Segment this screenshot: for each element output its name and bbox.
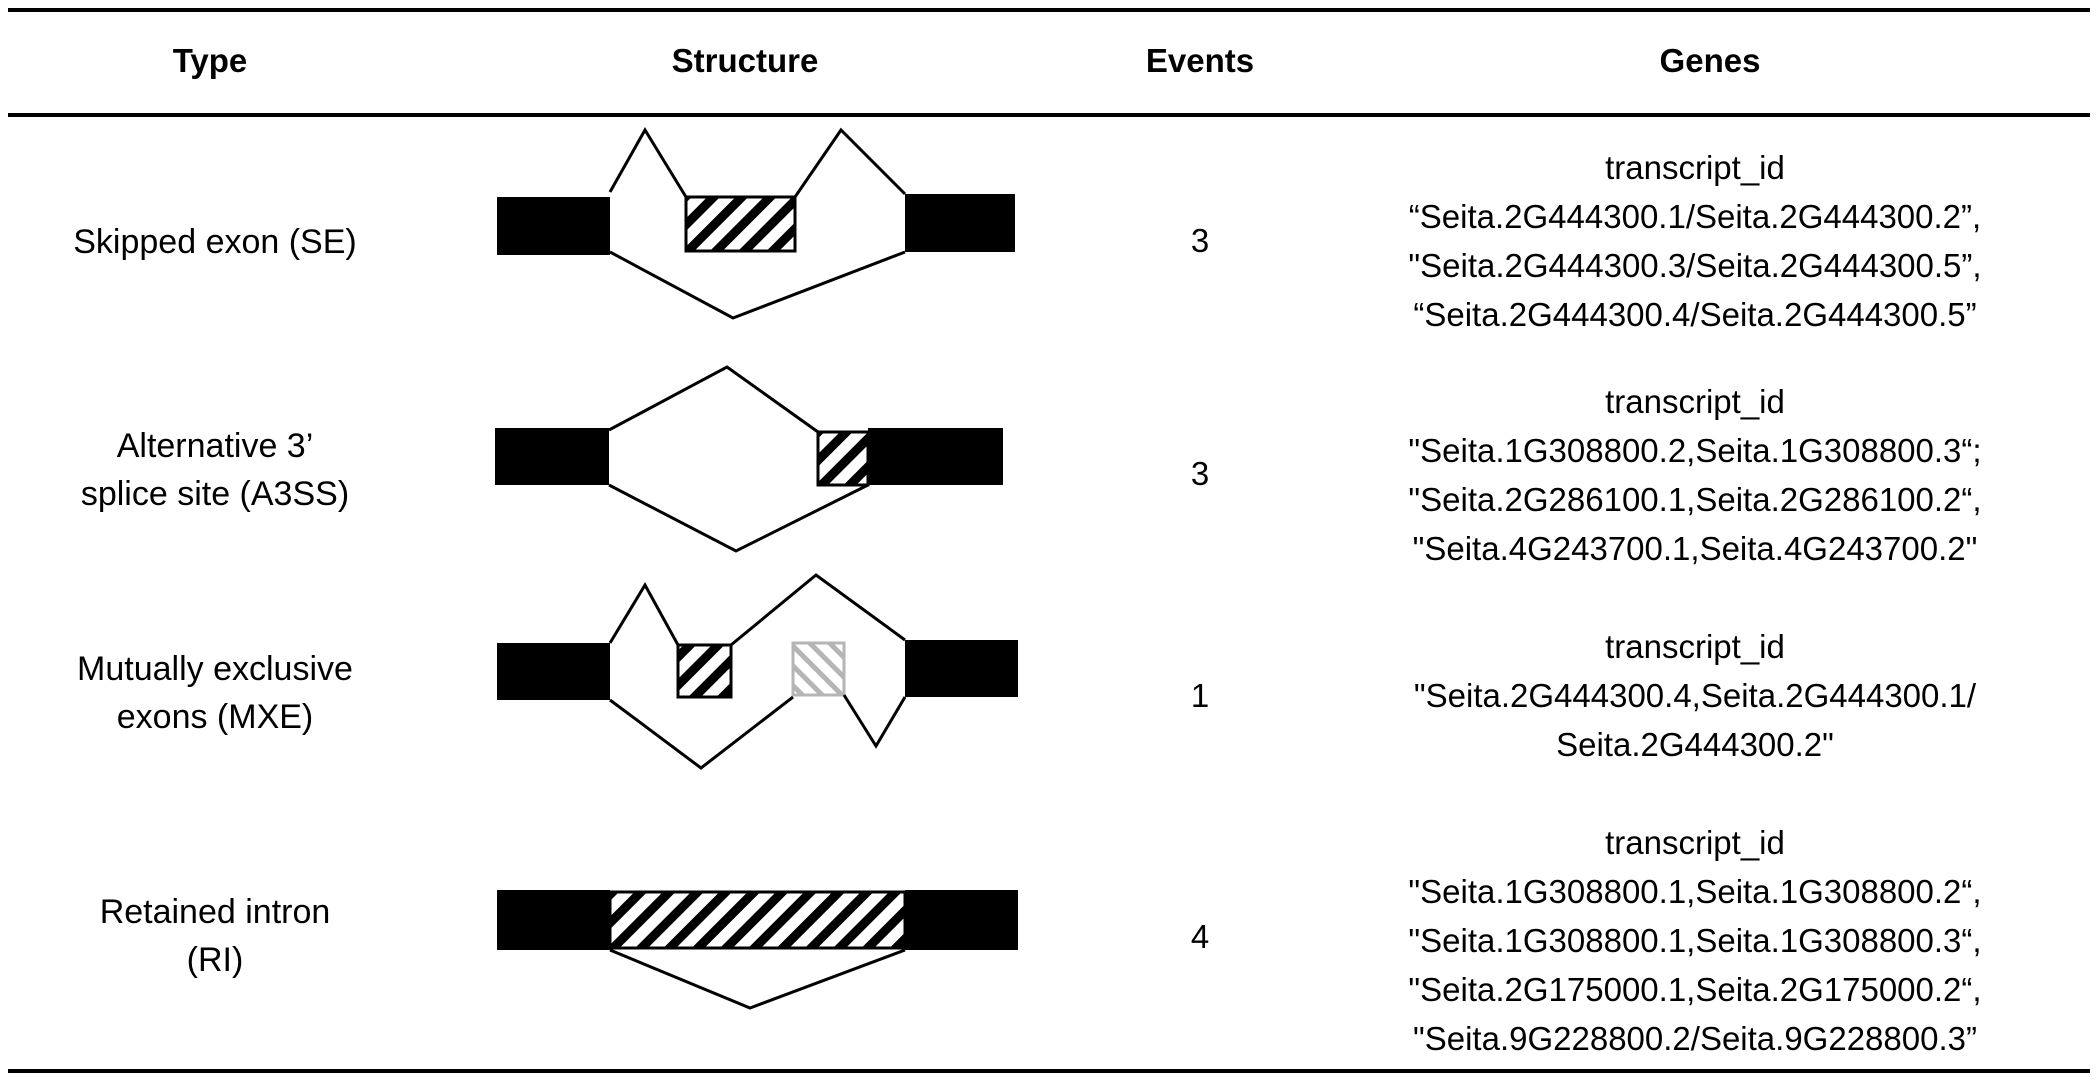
genes-cell: transcript_id "Seita.2G444300.4,Seita.2G… bbox=[1300, 622, 2090, 769]
header-events: Events bbox=[1145, 42, 1255, 79]
splice-junction bbox=[793, 127, 907, 198]
top-rule bbox=[8, 8, 2090, 12]
splice-junction bbox=[609, 250, 906, 320]
retained-intron-hatched bbox=[608, 890, 907, 950]
type-cell: Skipped exon (SE) bbox=[20, 218, 410, 266]
genes-line: "Seita.2G286100.1,Seita.2G286100.2“, bbox=[1408, 481, 1982, 518]
splice-junction bbox=[730, 573, 906, 647]
type-label: exons (MXE) bbox=[116, 698, 314, 736]
genes-line: "Seita.4G243700.1,Seita.4G243700.2" bbox=[1412, 530, 1978, 567]
type-label: Retained intron bbox=[99, 893, 331, 931]
events-cell: 4 bbox=[1190, 918, 1210, 955]
genes-line: "Seita.2G175000.1,Seita.2G175000.2“, bbox=[1408, 971, 1982, 1008]
exon-block bbox=[497, 643, 610, 700]
exon-block bbox=[497, 197, 610, 255]
exon-block bbox=[868, 428, 1003, 485]
genes-line: “Seita.2G444300.1/Seita.2G444300.2”, bbox=[1408, 198, 1982, 235]
exclusive-exon-gray-hatched bbox=[791, 641, 846, 697]
genes-line: “Seita.2G444300.4/Seita.2G444300.5” bbox=[1413, 296, 1977, 333]
alt-splice-region-hatched bbox=[816, 430, 870, 487]
genes-line: "Seita.1G308800.1,Seita.1G308800.3“, bbox=[1408, 922, 1982, 959]
genes-cell: transcript_id "Seita.1G308800.2,Seita.1G… bbox=[1300, 377, 2090, 573]
type-cell: Retained intron (RI) bbox=[20, 888, 410, 984]
splice-junction bbox=[608, 581, 680, 646]
type-label: (RI) bbox=[186, 941, 244, 979]
exclusive-exon-hatched bbox=[676, 643, 733, 699]
genes-line: "Seita.2G444300.3/Seita.2G444300.5”, bbox=[1408, 247, 1982, 284]
alternative-3-splice-site-diagram bbox=[495, 365, 1003, 553]
genes-line: "Seita.1G308800.1,Seita.1G308800.2“, bbox=[1408, 873, 1982, 910]
events-cell: 1 bbox=[1190, 677, 1210, 714]
genes-cell: transcript_id "Seita.1G308800.1,Seita.1G… bbox=[1300, 818, 2090, 1063]
exon-block bbox=[905, 890, 1018, 950]
exon-block bbox=[905, 640, 1018, 697]
header-type: Type bbox=[172, 42, 248, 79]
genes-line: transcript_id bbox=[1605, 824, 1785, 861]
header-rule bbox=[8, 113, 2090, 117]
splice-junction bbox=[608, 483, 869, 553]
header-genes: Genes bbox=[1659, 42, 1761, 79]
type-label: Alternative 3’ bbox=[116, 427, 314, 465]
type-cell: Alternative 3’ splice site (A3SS) bbox=[20, 422, 410, 518]
events-cell: 3 bbox=[1190, 222, 1210, 259]
splice-junction bbox=[842, 694, 907, 749]
genes-line: "Seita.9G228800.2/Seita.9G228800.3” bbox=[1413, 1020, 1977, 1057]
genes-line: Seita.2G444300.2" bbox=[1556, 726, 1834, 763]
genes-line: transcript_id bbox=[1605, 628, 1785, 665]
exon-block bbox=[495, 428, 609, 485]
type-label: Mutually exclusive bbox=[77, 650, 353, 688]
splice-junction bbox=[608, 365, 819, 434]
exon-block bbox=[497, 890, 610, 950]
type-cell: Mutually exclusive exons (MXE) bbox=[20, 645, 410, 741]
header-structure: Structure bbox=[671, 42, 819, 79]
genes-line: transcript_id bbox=[1605, 383, 1785, 420]
retained-intron-diagram bbox=[497, 890, 1018, 1010]
splice-junction bbox=[609, 948, 906, 1010]
skipped-exon-diagram bbox=[497, 127, 1015, 320]
genes-line: "Seita.2G444300.4,Seita.2G444300.1/ bbox=[1413, 677, 1977, 714]
genes-line: transcript_id bbox=[1605, 149, 1785, 186]
exon-block bbox=[905, 194, 1015, 252]
mutually-exclusive-exons-diagram bbox=[497, 573, 1018, 770]
type-label: splice site (A3SS) bbox=[80, 475, 350, 513]
genes-line: "Seita.1G308800.2,Seita.1G308800.3“; bbox=[1408, 432, 1982, 469]
splice-junction bbox=[609, 695, 794, 770]
events-cell: 3 bbox=[1190, 455, 1210, 492]
type-label: Skipped exon (SE) bbox=[73, 223, 357, 261]
splice-junction bbox=[608, 127, 688, 198]
structure-diagrams bbox=[495, 127, 1018, 1010]
skipped-exon-hatched bbox=[684, 195, 797, 253]
bottom-rule bbox=[8, 1069, 2090, 1073]
genes-cell: transcript_id “Seita.2G444300.1/Seita.2G… bbox=[1300, 143, 2090, 339]
